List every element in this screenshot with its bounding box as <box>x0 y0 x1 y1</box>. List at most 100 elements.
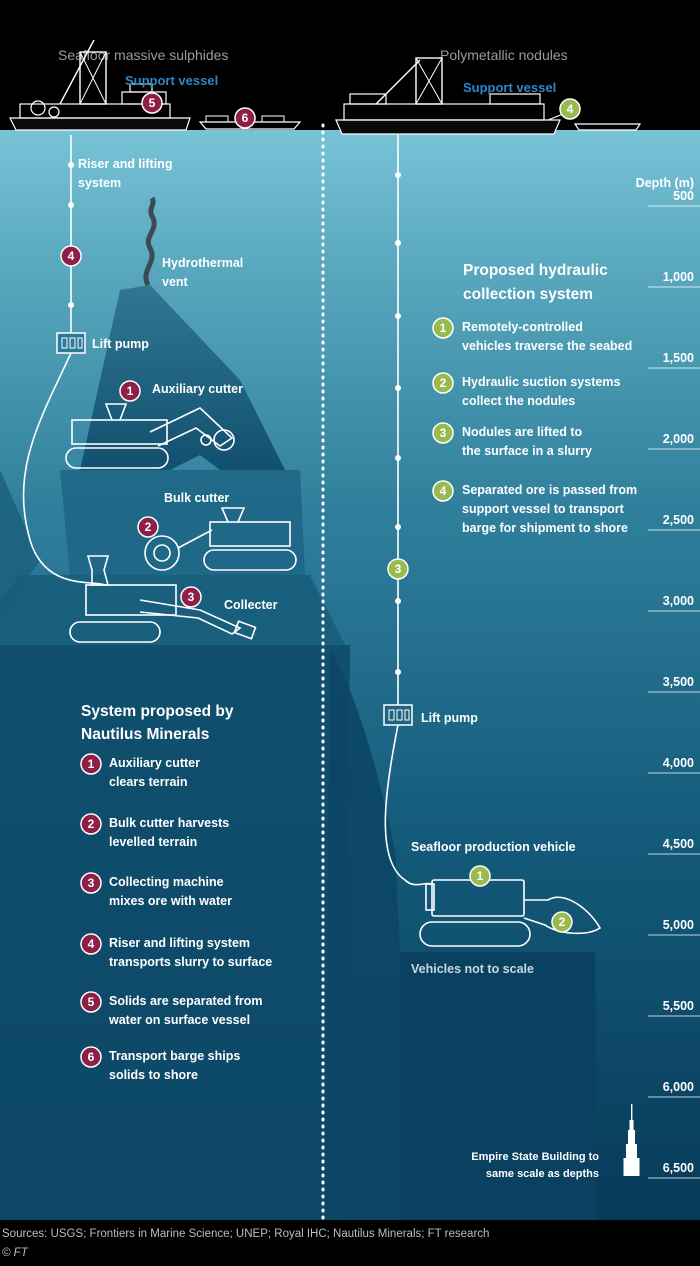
sky-band <box>0 0 700 130</box>
empire-note-line1: Empire State Building to <box>471 1151 599 1163</box>
svg-text:1: 1 <box>88 757 95 771</box>
depth-axis-title: Depth (m) <box>636 176 694 190</box>
svg-text:barge for shipment to shore: barge for shipment to shore <box>462 521 628 535</box>
right-seafloor-block <box>400 952 598 1220</box>
ft-credit: © FT <box>2 1247 29 1259</box>
svg-text:2: 2 <box>145 520 152 534</box>
svg-text:Nodules are lifted to: Nodules are lifted to <box>462 425 583 439</box>
marker-right-3: 3 <box>387 558 409 580</box>
collecter-vehicle <box>69 555 257 643</box>
depth-tick-label: 5,500 <box>663 999 694 1013</box>
svg-text:6: 6 <box>88 1050 95 1064</box>
marker-left-5: 5 <box>141 92 163 114</box>
riser-label-line1: Riser and lifting <box>78 157 172 171</box>
left-step-6: 6 Transport barge ships solids to shore <box>80 1046 240 1082</box>
left-support-vessel <box>9 39 191 131</box>
svg-text:collect the nodules: collect the nodules <box>462 394 575 408</box>
depth-tick-label: 1,500 <box>663 351 694 365</box>
right-system-title-line1: Proposed hydraulic <box>463 262 608 279</box>
depth-tick-label: 2,000 <box>663 432 694 446</box>
vent-plume <box>143 196 157 287</box>
scale-note: Vehicles not to scale <box>411 962 534 976</box>
svg-text:transports slurry to surface: transports slurry to surface <box>109 955 272 969</box>
svg-text:mixes ore with water: mixes ore with water <box>109 894 232 908</box>
marker-right-2: 2 <box>551 911 573 933</box>
svg-text:Riser and lifting system: Riser and lifting system <box>109 936 250 950</box>
svg-text:vehicles traverse the seabed: vehicles traverse the seabed <box>462 339 632 353</box>
svg-text:3: 3 <box>395 562 402 576</box>
right-vessel-label: Support vessel <box>463 80 556 95</box>
svg-text:4: 4 <box>567 102 574 116</box>
depth-axis: 5001,0001,5002,0002,5003,0003,5004,0004,… <box>648 189 700 1179</box>
marker-left-3: 3 <box>180 586 202 608</box>
svg-text:Transport barge ships: Transport barge ships <box>109 1049 240 1063</box>
empire-state-building-icon <box>623 1104 640 1176</box>
marker-left-2: 2 <box>137 516 159 538</box>
right-support-vessel <box>335 57 642 135</box>
svg-text:5: 5 <box>149 96 156 110</box>
svg-text:Solids are separated from: Solids are separated from <box>109 994 263 1008</box>
sources-note: Sources: USGS; Frontiers in Marine Scien… <box>2 1228 489 1240</box>
left-step-5: 5 Solids are separated from water on sur… <box>80 991 263 1027</box>
marker-left-6: 6 <box>234 107 256 129</box>
svg-text:4: 4 <box>88 937 95 951</box>
svg-text:1: 1 <box>127 384 134 398</box>
left-step-2: 2 Bulk cutter harvests levelled terrain <box>80 813 229 849</box>
depth-tick-label: 6,000 <box>663 1080 694 1094</box>
svg-text:3: 3 <box>88 876 95 890</box>
left-system-title-line2: Nautilus Minerals <box>81 726 209 743</box>
svg-text:4: 4 <box>440 484 447 498</box>
bulk-cutter-label: Bulk cutter <box>164 491 229 505</box>
right-lift-pump-label: Lift pump <box>421 711 478 725</box>
footer-band <box>0 1220 700 1266</box>
riser-label-line2: system <box>78 176 121 190</box>
terrain-step-1 <box>60 470 305 575</box>
svg-text:Collecting machine: Collecting machine <box>109 875 224 889</box>
depth-tick-label: 3,500 <box>663 675 694 689</box>
left-header: Seafloor massive sulphides <box>58 47 228 63</box>
right-riser-joints <box>395 172 401 675</box>
svg-text:Separated ore is passed from: Separated ore is passed from <box>462 483 637 497</box>
left-seafloor-block <box>0 645 350 1220</box>
left-flexible-hose <box>22 352 106 586</box>
svg-text:1: 1 <box>440 321 447 335</box>
empire-note-line2: same scale as depths <box>486 1168 599 1180</box>
depth-tick-label: 1,000 <box>663 270 694 284</box>
left-step-3: 3 Collecting machine mixes ore with wate… <box>80 872 232 908</box>
right-step-2: 2 Hydraulic suction systems collect the … <box>432 372 620 408</box>
left-cliff <box>0 470 40 620</box>
left-step-4: 4 Riser and lifting system transports sl… <box>80 933 272 969</box>
depth-tick-label: 6,500 <box>663 1161 694 1175</box>
marker-left-1: 1 <box>119 380 141 402</box>
collecter-label: Collecter <box>224 598 278 612</box>
svg-text:support vessel to transport: support vessel to transport <box>462 502 625 516</box>
auxiliary-cutter-label: Auxiliary cutter <box>152 382 243 396</box>
vent-label-line1: Hydrothermal <box>162 256 243 270</box>
svg-text:4: 4 <box>68 249 75 263</box>
svg-text:3: 3 <box>188 590 195 604</box>
svg-text:Bulk cutter harvests: Bulk cutter harvests <box>109 816 229 830</box>
depth-tick-label: 5,000 <box>663 918 694 932</box>
left-lift-pump-label: Lift pump <box>92 337 149 351</box>
left-lift-pump-icon <box>56 332 86 354</box>
right-header: Polymetallic nodules <box>440 47 568 63</box>
svg-text:6: 6 <box>242 111 249 125</box>
vent-label-line2: vent <box>162 275 189 289</box>
transport-barge <box>198 115 302 130</box>
left-step-1: 1 Auxiliary cutter clears terrain <box>80 753 200 789</box>
svg-text:2: 2 <box>88 817 95 831</box>
left-riser-joints <box>68 162 74 308</box>
depth-tick-label: 500 <box>673 189 694 203</box>
production-vehicle-label: Seafloor production vehicle <box>411 840 576 854</box>
svg-text:5: 5 <box>88 995 95 1009</box>
svg-text:Hydraulic suction systems: Hydraulic suction systems <box>462 375 620 389</box>
left-system-title-line1: System proposed by <box>81 703 234 720</box>
svg-text:2: 2 <box>559 915 566 929</box>
auxiliary-cutter-vehicle <box>65 403 235 469</box>
depth-tick-label: 2,500 <box>663 513 694 527</box>
depth-tick-label: 4,000 <box>663 756 694 770</box>
svg-text:solids to shore: solids to shore <box>109 1068 198 1082</box>
right-system-title-line2: collection system <box>463 286 593 303</box>
